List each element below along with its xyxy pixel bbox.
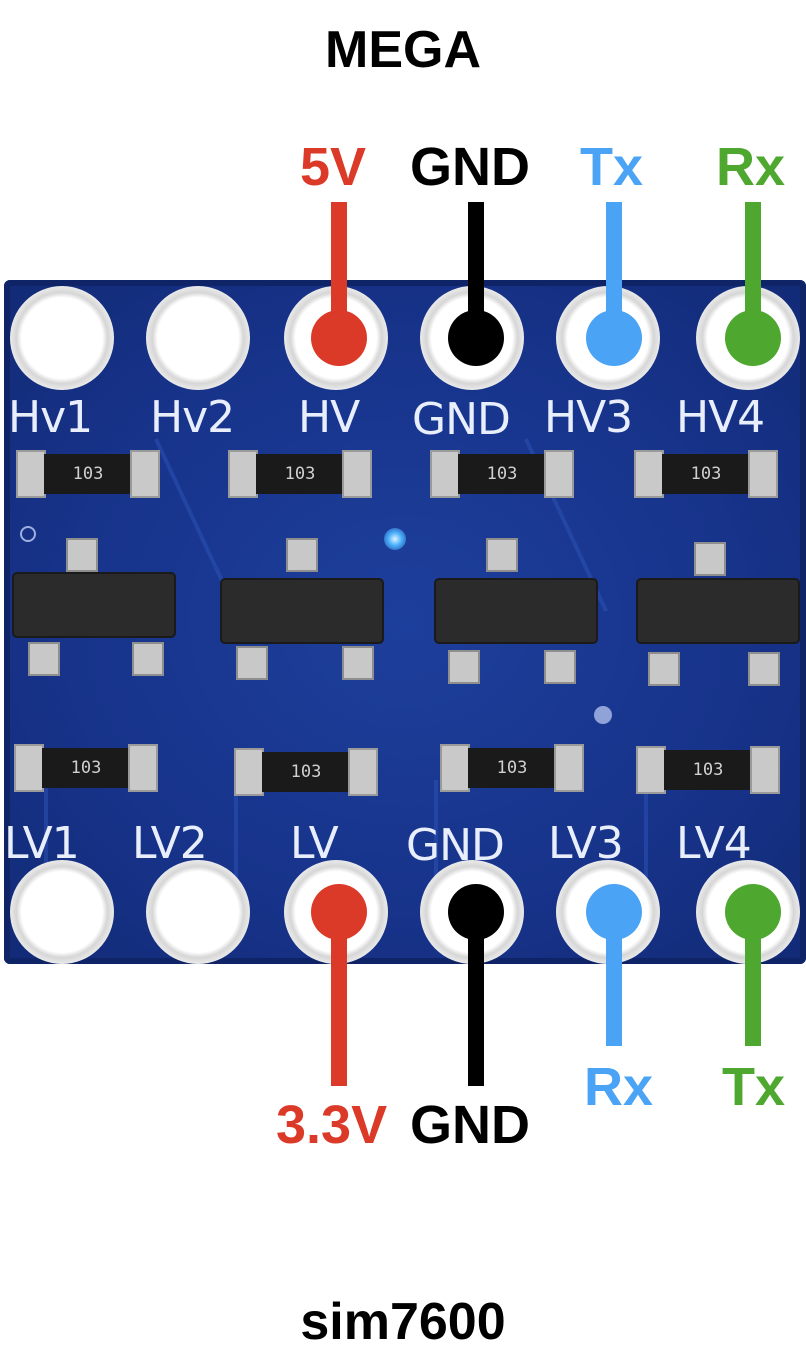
pin-dot-top-tx: [586, 310, 642, 366]
mosfet-1: [14, 574, 174, 636]
label-bottom-33v: 3.3V: [276, 1095, 388, 1155]
wire-bottom-rx: [606, 912, 622, 1046]
wire-bottom-gnd: [468, 912, 484, 1086]
label-top-5v: 5V: [300, 137, 367, 197]
wire-top-rx: [745, 202, 761, 338]
silk-hv1: Hv1: [8, 392, 93, 443]
pad-hv2: [146, 286, 250, 390]
pad-lv2: [146, 860, 250, 964]
mosfet-3: [436, 580, 596, 642]
wire-top-gnd: [468, 202, 484, 338]
resistor-bottom-4: 103: [636, 746, 780, 794]
resistor-top-4: 103: [634, 450, 778, 498]
wire-top-tx: [606, 202, 622, 338]
via-right: [594, 706, 612, 724]
via-left: [20, 526, 36, 542]
label-top-tx: Tx: [580, 137, 644, 197]
mosfet-4: [638, 580, 798, 642]
power-led: [384, 528, 406, 550]
resistor-top-3: 103: [430, 450, 574, 498]
silk-hv2: Hv2: [150, 392, 235, 443]
silk-hv: HV: [298, 392, 360, 443]
title-mega: MEGA: [325, 21, 481, 79]
level-shifter-board: Hv1 Hv2 HV GND HV3 HV4 103 103 103 103 1…: [4, 280, 806, 964]
label-top-rx: Rx: [716, 137, 786, 197]
wire-top-5v: [331, 202, 347, 338]
resistor-bottom-1: 103: [14, 744, 158, 792]
silk-hv4: HV4: [676, 392, 765, 443]
label-bottom-gnd: GND: [410, 1095, 530, 1155]
label-bottom-rx: Rx: [584, 1057, 654, 1117]
title-sim7600: sim7600: [300, 1293, 506, 1351]
pin-dot-top-5v: [311, 310, 367, 366]
pin-dot-top-rx: [725, 310, 781, 366]
silk-gnd-high: GND: [412, 394, 511, 445]
pin-dot-top-gnd: [448, 310, 504, 366]
resistor-top-1: 103: [16, 450, 160, 498]
resistor-bottom-2: 103: [234, 748, 378, 796]
pad-lv1: [10, 860, 114, 964]
mosfet-2: [222, 580, 382, 642]
resistor-top-2: 103: [228, 450, 372, 498]
wire-bottom-tx: [745, 912, 761, 1046]
silk-hv3: HV3: [544, 392, 633, 443]
wire-bottom-33v: [331, 912, 347, 1086]
resistor-bottom-3: 103: [440, 744, 584, 792]
label-bottom-tx: Tx: [722, 1057, 786, 1117]
label-top-gnd: GND: [410, 137, 530, 197]
pad-hv1: [10, 286, 114, 390]
